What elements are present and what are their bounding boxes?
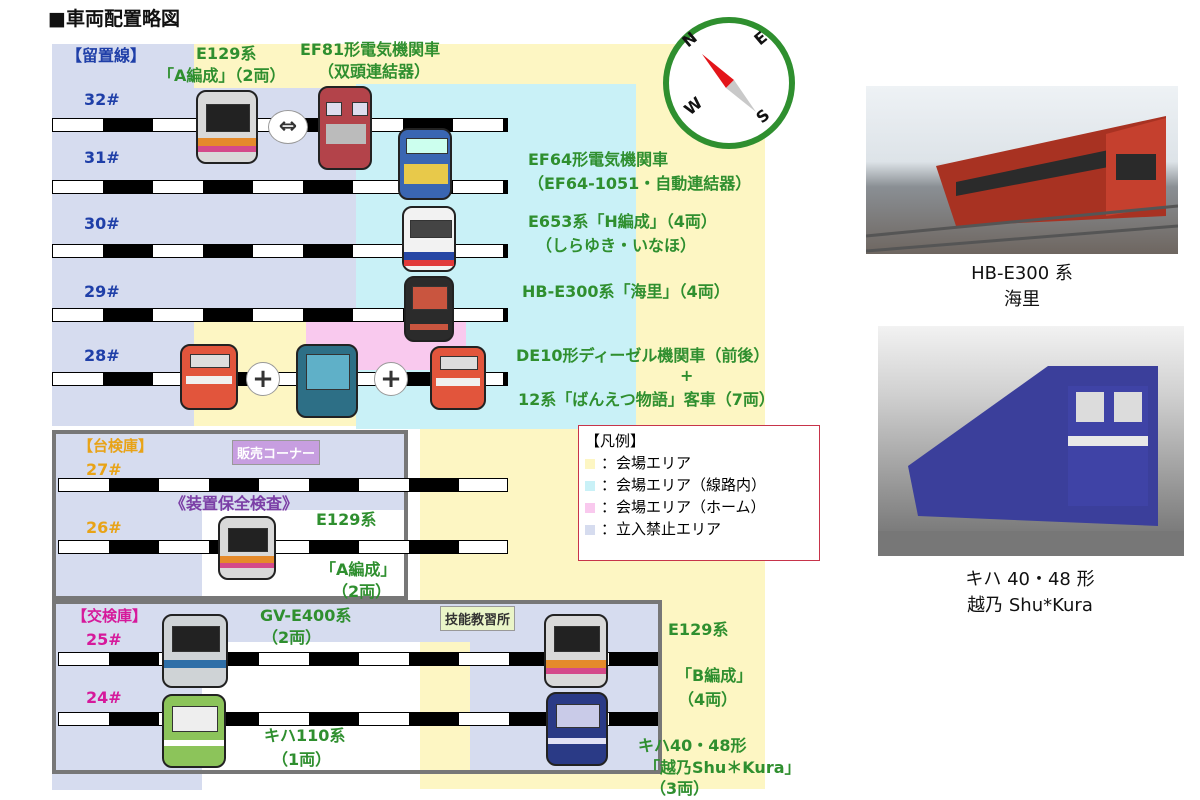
kiha40-nickname: 「越乃Shu＊Kura」: [644, 758, 801, 777]
e129-b-cars: （4両）: [678, 690, 738, 709]
kiha40-cars: （3両）: [650, 779, 710, 798]
hb-e300-train-icon: [404, 276, 454, 342]
e129-top-name: E129系: [196, 44, 257, 63]
bogie-shed-label: 【台検庫】: [78, 437, 154, 455]
de10-plus: +: [680, 366, 694, 385]
track-26: [58, 540, 508, 554]
legend-item-restricted: ：立入禁止エリア: [585, 518, 813, 540]
plus-icon-left: +: [246, 362, 280, 396]
coach-12-series-icon: [296, 344, 358, 418]
ef64-note: （EF64-1051・自動連結器）: [528, 174, 752, 193]
compass-icon: N E W S: [663, 17, 795, 149]
e129-mid-train-icon: [218, 516, 276, 580]
legend-item-venue-track: ：会場エリア（線路内）: [585, 474, 813, 496]
e129-b-name: E129系: [668, 620, 729, 639]
e129-b-formation: 「B編成」: [676, 666, 753, 685]
kiha40-name: キハ40・48形: [638, 736, 747, 755]
legend-title: 【凡例】: [585, 432, 646, 450]
kiha40-caption-1: キハ 40・48 形: [965, 569, 1095, 590]
hb-e300-photo: [866, 86, 1178, 254]
e653-train-icon: [402, 206, 456, 272]
exchange-shed-label: 【交検庫】: [72, 607, 148, 625]
de10-rear-loco-icon: [430, 346, 486, 410]
ef64-name: EF64形電気機関車: [528, 150, 669, 169]
e129-top-formation: 「A編成」（2両）: [158, 66, 286, 85]
coach-12-series-name: 12系「ばんえつ物語」客車（7両）: [518, 390, 775, 409]
de10-front-loco-icon: [180, 344, 238, 410]
e129-mid-formation: 「A編成」: [320, 560, 397, 579]
track-26-label: 26#: [86, 518, 122, 537]
kiha110-name: キハ110系: [264, 726, 346, 745]
hb-e300-caption-2: 海里: [1004, 289, 1040, 310]
track-27-label: 27#: [86, 460, 122, 479]
legend-swatch-restricted: [585, 524, 595, 535]
zone-lavender-mid: [52, 198, 402, 318]
hb-e300-name: HB-E300系「海里」（4両）: [522, 282, 730, 301]
e129-mid-cars: （2両）: [332, 582, 392, 601]
kiha40-photo: [878, 326, 1184, 556]
e129-mid-name: E129系: [316, 510, 377, 529]
ef81-name: EF81形電気機関車: [300, 40, 441, 59]
track-31-label: 31#: [84, 148, 120, 167]
ef81-note: （双頭連結器）: [318, 62, 431, 81]
sales-corner-sign: 販売コーナー: [232, 440, 321, 465]
e653-name: E653系「H編成」（4両）: [528, 212, 717, 231]
track-29: [52, 308, 508, 322]
track-28-label: 28#: [84, 346, 120, 365]
legend-box: 【凡例】 ：会場エリア ：会場エリア（線路内） ：会場エリア（ホーム） ：立入禁…: [578, 425, 820, 561]
gv-e400-train-icon: [162, 614, 228, 688]
track-24-label: 24#: [86, 688, 122, 707]
track-30-label: 30#: [84, 214, 120, 233]
legend-swatch-venue-platform: [585, 502, 595, 513]
kiha40-train-icon: [546, 692, 608, 766]
ef64-loco-icon: [398, 128, 452, 200]
maintenance-label: 《装置保全検査》: [170, 494, 299, 513]
legend-item-venue: ：会場エリア: [585, 452, 813, 474]
e653-note: （しらゆき・いなほ）: [536, 236, 697, 255]
zone-lavender-bogie: [52, 430, 408, 510]
track-25-label: 25#: [86, 630, 122, 649]
coupling-arrow-icon: ⇔: [268, 110, 308, 144]
training-center-sign: 技能教習所: [440, 606, 516, 631]
de10-name: DE10形ディーゼル機関車（前後）: [516, 346, 770, 365]
kiha110-cars: （1両）: [272, 750, 332, 769]
stabling-yard-label: 【留置線】: [66, 46, 147, 65]
track-32-label: 32#: [84, 90, 120, 109]
legend-swatch-venue-track: [585, 480, 595, 491]
plus-icon-right: +: [374, 362, 408, 396]
kiha40-photo-art: [878, 366, 1184, 556]
kiha110-train-icon: [162, 694, 226, 768]
hb-e300-caption-1: HB-E300 系: [971, 263, 1073, 284]
e129-train-icon: [196, 90, 258, 164]
track-29-label: 29#: [84, 282, 120, 301]
e129-b-train-icon: [544, 614, 608, 688]
kiha40-caption-2: 越乃 Shu*Kura: [967, 595, 1093, 616]
track-31: [52, 180, 508, 194]
ef81-loco-icon: [318, 86, 372, 170]
bogie-shed-outline: [52, 430, 408, 600]
gv-e400-name: GV-E400系: [260, 606, 352, 625]
gv-e400-cars: （2両）: [262, 628, 322, 647]
track-30: [52, 244, 508, 258]
hb-e300-photo-art: [866, 116, 1178, 253]
track-27: [58, 478, 508, 492]
page-title: ■車両配置略図: [48, 8, 180, 30]
exchange-shed-outline: [52, 600, 662, 774]
legend-item-venue-platform: ：会場エリア（ホーム）: [585, 496, 813, 518]
legend-swatch-venue: [585, 458, 595, 469]
